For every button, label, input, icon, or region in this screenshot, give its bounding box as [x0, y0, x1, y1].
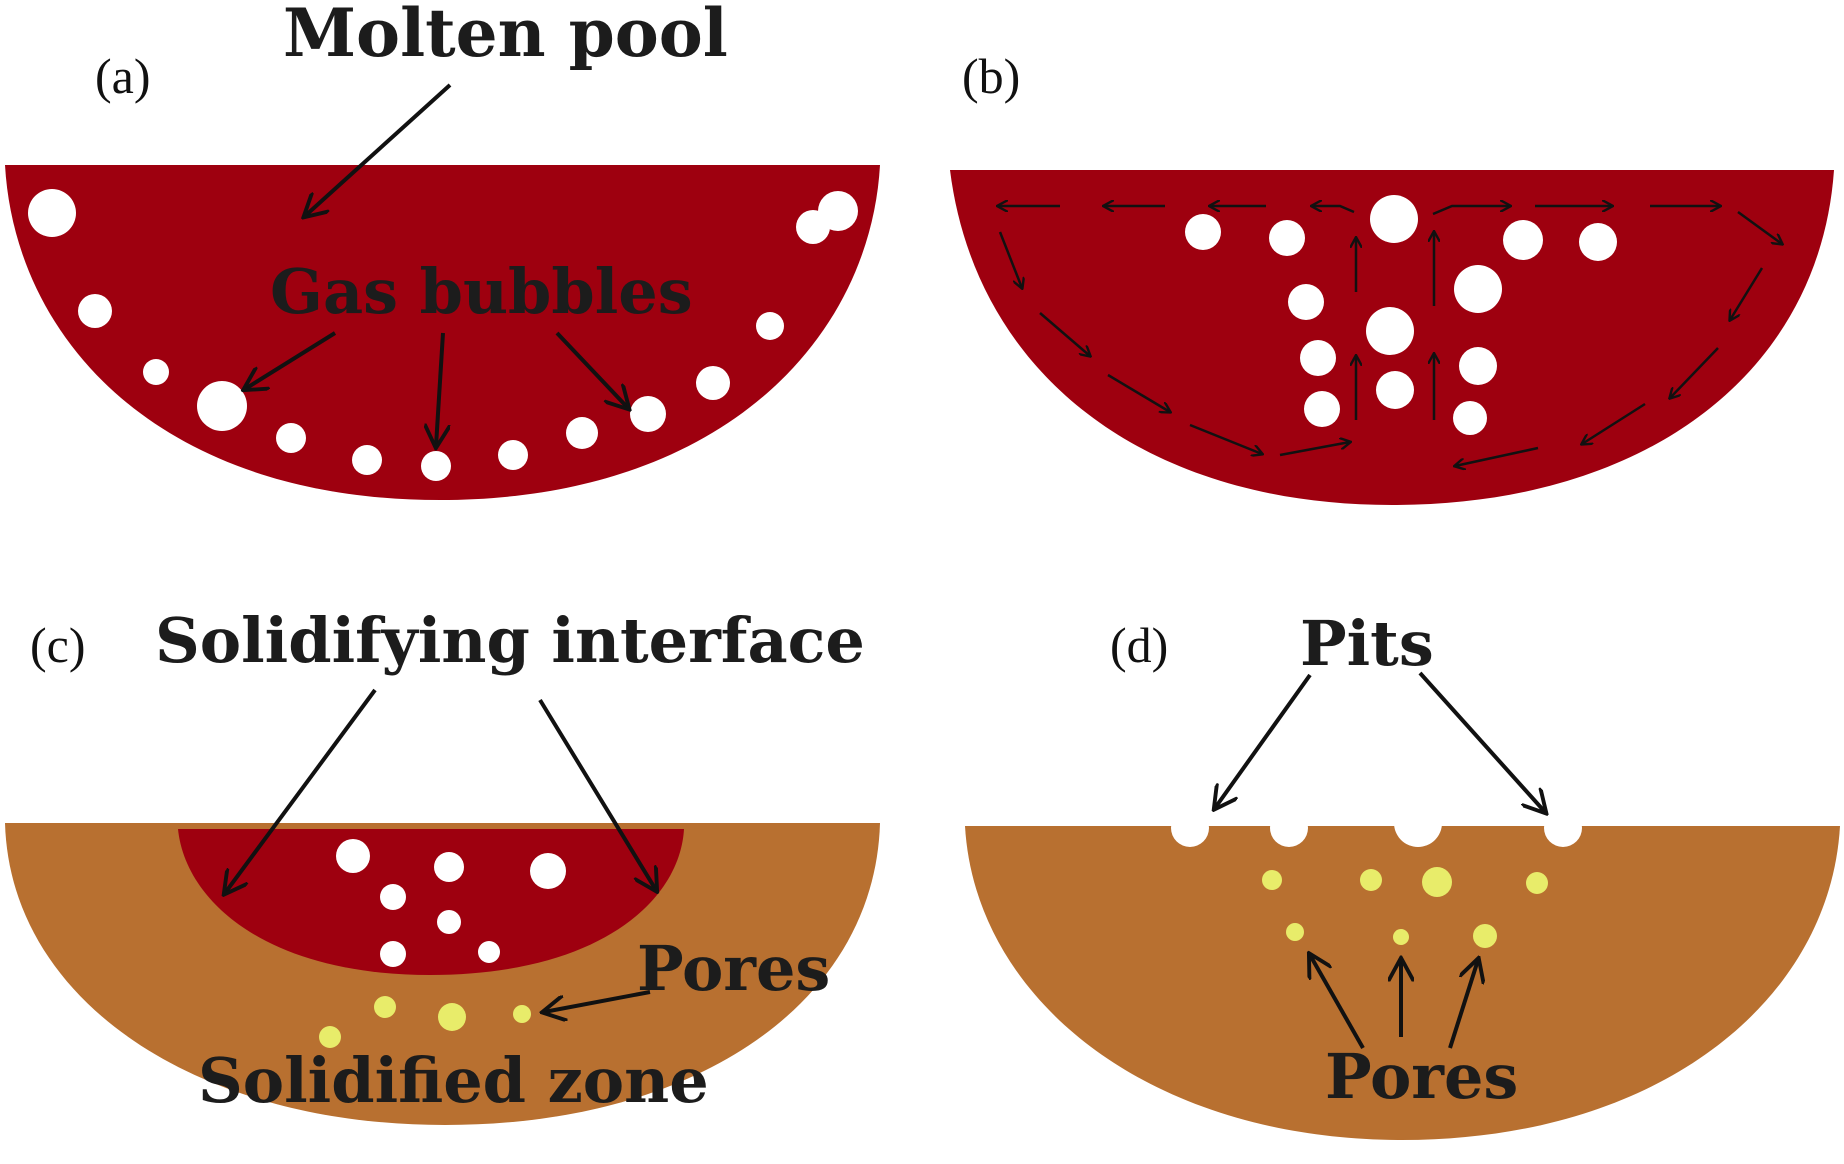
pit: [1270, 809, 1308, 847]
gas-bubble: [1453, 401, 1487, 435]
gas-bubble: [380, 941, 406, 967]
pores-group: [1262, 867, 1548, 948]
pores-arrow: [544, 990, 651, 1012]
pores-label: Pores: [1325, 1040, 1518, 1113]
gas-bubble-arrow-right: [555, 331, 628, 408]
pits-arrow-right: [1418, 671, 1545, 812]
pores-label: Pores: [637, 932, 830, 1005]
molten-pool-arrow: [305, 83, 452, 216]
panel-b-tag: (b): [962, 48, 1020, 104]
gas-bubbles-group: [28, 189, 858, 481]
gas-bubble: [434, 852, 464, 882]
pores-arrow-right: [1448, 960, 1478, 1049]
gas-bubble: [143, 359, 169, 385]
panel-a-tag: (a): [95, 48, 151, 104]
pit: [1394, 799, 1442, 847]
pore: [319, 1026, 341, 1048]
gas-bubble: [1370, 195, 1418, 243]
solidifying-interface-arrow-left: [225, 688, 377, 893]
gas-bubbles-group: [1185, 195, 1617, 435]
gas-bubble: [1459, 347, 1497, 385]
pore: [374, 996, 396, 1018]
gas-bubble: [530, 853, 566, 889]
gas-bubble: [498, 440, 528, 470]
panel-c: (c) Solidifying interface Pores Solidifi…: [5, 604, 880, 1125]
gas-bubble: [1300, 340, 1336, 376]
gas-bubble: [566, 417, 598, 449]
solidifying-interface-arrow-right: [538, 698, 656, 890]
pits-group: [1171, 799, 1582, 847]
gas-bubble: [276, 423, 306, 453]
panel-a: (a) Molten pool Gas bubbles: [5, 0, 880, 500]
molten-pool-shape: [5, 165, 880, 500]
gas-bubble: [1304, 391, 1340, 427]
pore: [1286, 923, 1304, 941]
gas-bubbles-label: Gas bubbles: [270, 255, 693, 328]
gas-bubble: [1366, 307, 1414, 355]
panel-b: (b): [950, 48, 1834, 505]
gas-bubble: [1288, 284, 1324, 320]
gas-bubble: [1579, 223, 1617, 261]
pore: [1360, 869, 1382, 891]
gas-bubble: [78, 294, 112, 328]
gas-bubble: [197, 381, 247, 431]
gas-bubble: [28, 189, 76, 237]
pit: [1544, 809, 1582, 847]
gas-bubble-arrow-left: [245, 331, 337, 389]
pore: [513, 1005, 531, 1023]
gas-bubble: [380, 884, 406, 910]
gas-bubble: [1376, 371, 1414, 409]
gas-bubble: [1185, 214, 1221, 250]
gas-bubble: [1454, 265, 1502, 313]
panel-c-tag: (c): [30, 617, 86, 673]
solidified-zone-label: Solidified zone: [198, 1044, 709, 1117]
pore: [1393, 929, 1409, 945]
gas-bubble: [630, 396, 666, 432]
pore: [1422, 867, 1452, 897]
gas-bubble: [437, 910, 461, 934]
gas-bubble: [336, 839, 370, 873]
convection-flow-arrows: [998, 206, 1782, 466]
molten-pool-label: Molten pool: [283, 0, 728, 72]
gas-bubble: [756, 312, 784, 340]
pit: [1171, 809, 1209, 847]
solidifying-interface-label: Solidifying interface: [155, 604, 865, 677]
panel-d: (d) Pits Pores: [965, 607, 1840, 1140]
gas-bubble: [478, 941, 500, 963]
pore: [1526, 872, 1548, 894]
pits-label: Pits: [1300, 607, 1434, 680]
gas-bubble: [421, 451, 451, 481]
gas-bubble: [1503, 220, 1543, 260]
gas-bubble: [818, 191, 858, 231]
pore: [438, 1003, 466, 1031]
gas-bubble: [352, 445, 382, 475]
panel-d-tag: (d): [1110, 617, 1168, 673]
pores-arrow-left: [1310, 955, 1365, 1049]
gas-bubble: [1269, 220, 1305, 256]
pits-arrow-left: [1215, 673, 1312, 808]
pore: [1473, 924, 1497, 948]
gas-bubbles-group: [336, 839, 566, 967]
pores-group: [319, 996, 531, 1048]
gas-bubble: [696, 366, 730, 400]
pore: [1262, 870, 1282, 890]
gas-bubble-arrow-mid: [436, 332, 443, 446]
